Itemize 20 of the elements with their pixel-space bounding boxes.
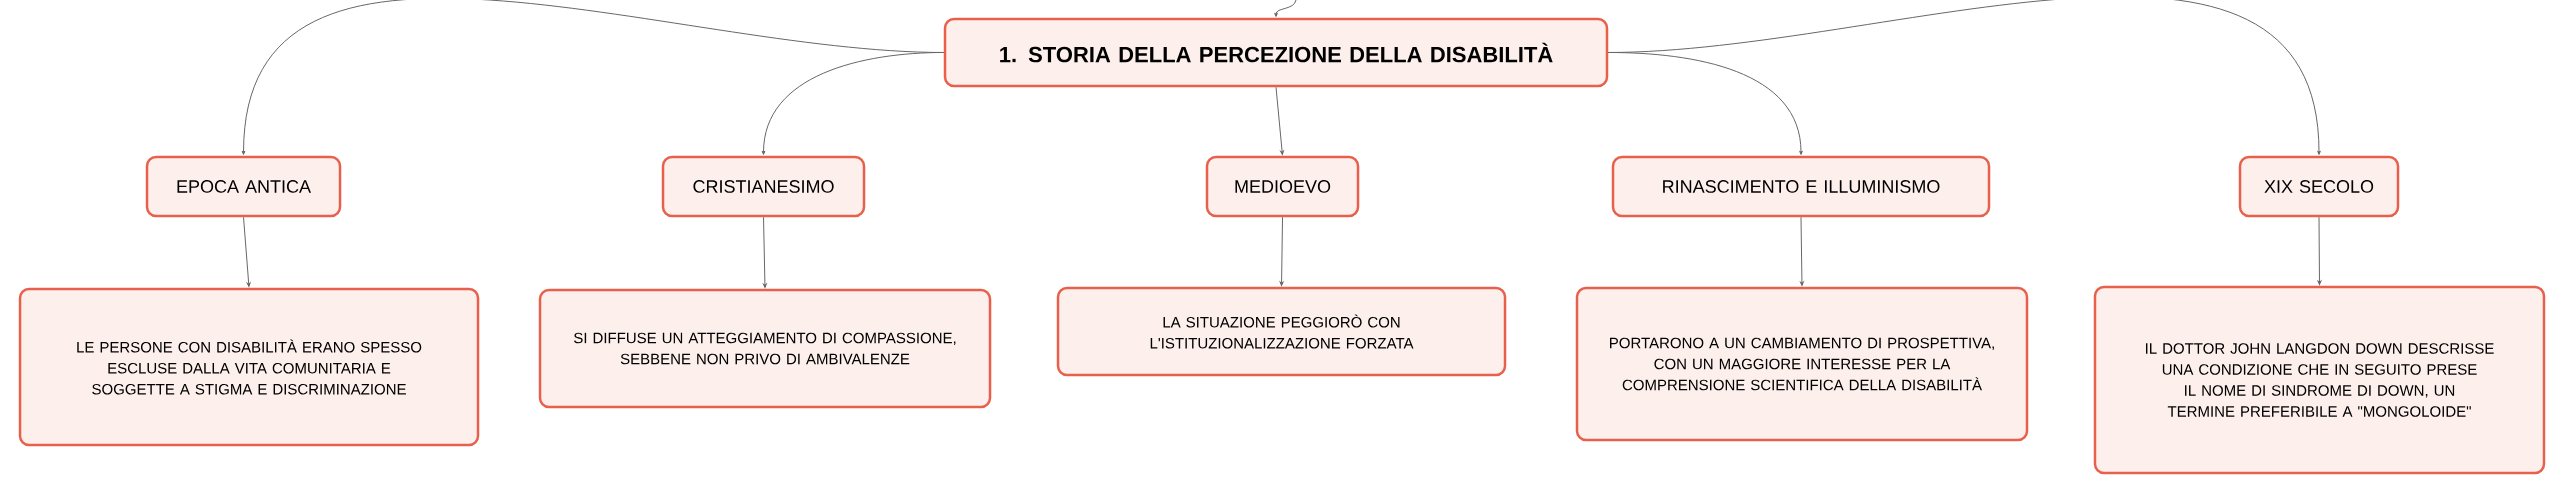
subtopic-box: MEDIOEVO (1205, 155, 1360, 218)
connector-arrow (1279, 216, 1284, 286)
description-box: IL DOTTOR JOHN LANGDON DOWN DESCRISSE UNA CONDIZIONE CHE IN SEGUITO PRESE IL NOME DI SINDROME DI DOWN, UN TERMINE PREFERIBILE A "MONGOLOIDE" (2093, 285, 2546, 475)
subtopic-box: RINASCIMENTO E ILLUMINISMO (1611, 155, 1991, 218)
description-box: LE PERSONE CON DISABILITÀ ERANO SPESSO ESCLUSE DALLA VITA COMUNITARIA E SOGGETTE A STIGMA E DISCRIMINAZIONE (18, 287, 480, 447)
connector-arrow (761, 52, 945, 155)
connector-arrow (1800, 216, 1804, 286)
description-box: PORTARONO A UN CAMBIAMENTO DI PROSPETTIVA, CON UN MAGGIORE INTERESSE PER LA COMPRENSIONE SCIENTIFICA DELLA DISABILITÀ (1575, 286, 2029, 442)
connector-arrow (2317, 216, 2322, 285)
description-box: SI DIFFUSE UN ATTEGGIAMENTO DI COMPASSIONE, SEBBENE NON PRIVO DI AMBIVALENZE (538, 288, 992, 409)
subtopic-box: XIX SECOLO (2238, 155, 2400, 218)
connector-arrow (1607, 0, 2321, 155)
connector-arrow (1275, 86, 1284, 155)
connector-arrow (763, 216, 767, 288)
connector-arrow (1274, 0, 1297, 17)
subtopic-box: CRISTIANESIMO (661, 155, 866, 218)
subtopic-box: EPOCA ANTICA (145, 155, 342, 218)
connector-arrow (243, 216, 251, 287)
description-box: LA SITUAZIONE PEGGIORÒ CON L'ISTITUZIONALIZZAZIONE FORZATA (1056, 286, 1507, 377)
topic-box: 1. STORIA DELLA PERCEZIONE DELLA DISABILITÀ (943, 17, 1609, 88)
